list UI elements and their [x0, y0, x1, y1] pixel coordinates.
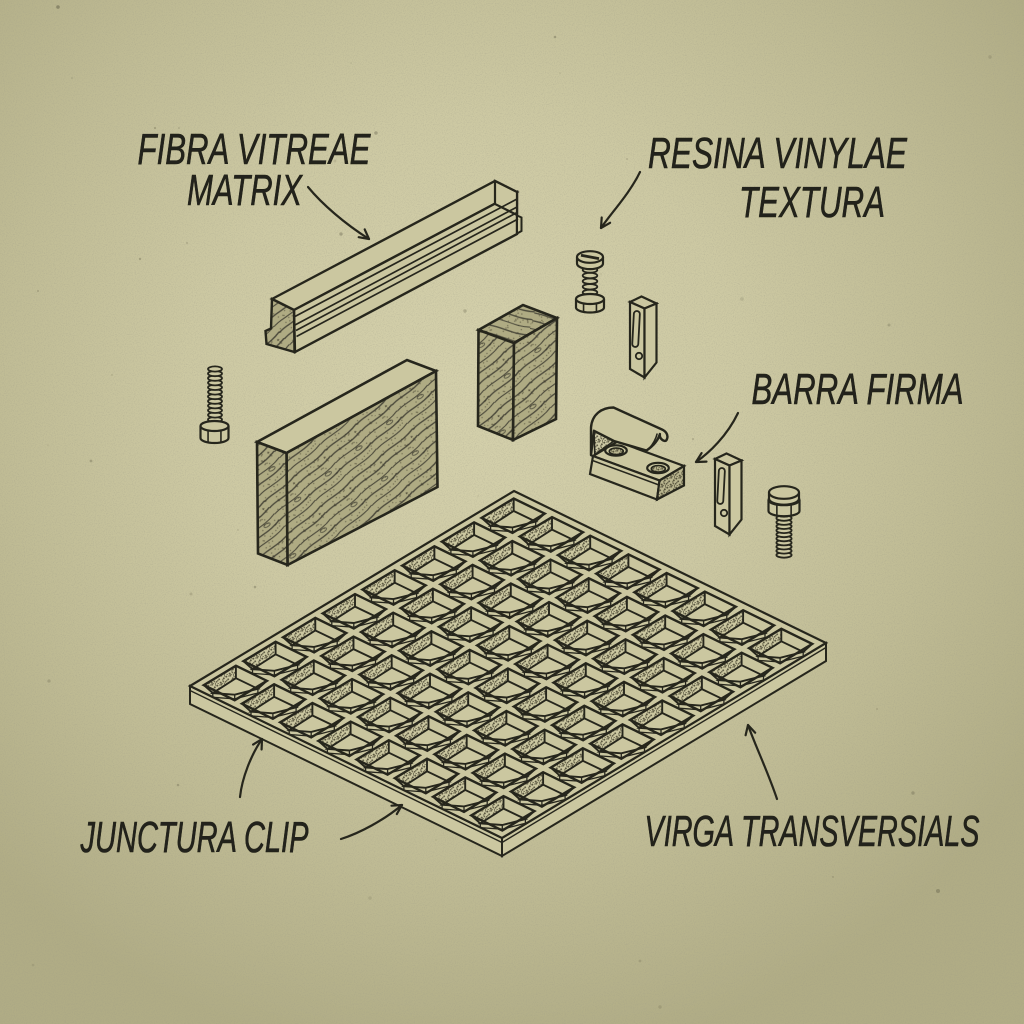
svg-text:VIRGA TRANSVERSIALS: VIRGA TRANSVERSIALS	[645, 808, 980, 856]
svg-text:FIBRA VITREAE: FIBRA VITREAE	[138, 126, 372, 174]
svg-text:JUNCTURA CLIP: JUNCTURA CLIP	[80, 814, 309, 862]
svg-text:RESINA VINYLAE: RESINA VINYLAE	[648, 130, 908, 178]
svg-text:MATRIX: MATRIX	[187, 167, 303, 215]
svg-text:BARRA FIRMA: BARRA FIRMA	[752, 366, 964, 414]
svg-text:TEXTURA: TEXTURA	[739, 179, 885, 227]
